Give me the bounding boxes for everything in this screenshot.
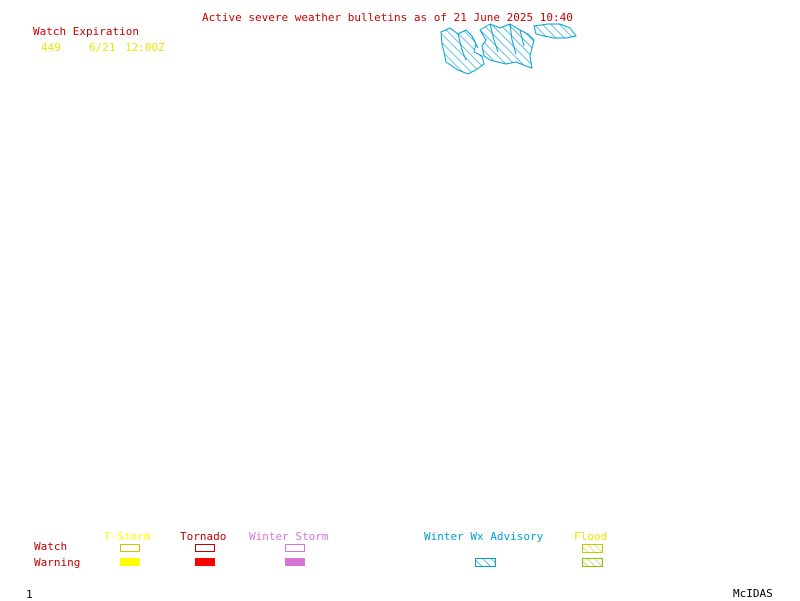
legend-winter-storm-label: Winter Storm xyxy=(249,530,329,543)
legend-tstorm-label: T-Storm xyxy=(104,530,151,543)
legend-winter-storm-watch-swatch xyxy=(285,544,305,552)
frame-number: 1 xyxy=(26,588,33,601)
mcidas-brand: McIDAS xyxy=(733,587,773,600)
legend-row-label-watch: Watch xyxy=(34,540,68,553)
legend-winter-storm-warning-swatch xyxy=(285,558,305,566)
advisory-region-east xyxy=(533,23,577,39)
legend-flood-warning-swatch xyxy=(582,558,603,567)
legend-tornado-warning-swatch xyxy=(195,558,215,566)
legend-tstorm-watch-swatch xyxy=(120,544,140,552)
watch-time: 12:00Z xyxy=(125,41,165,54)
legend-flood-watch-swatch xyxy=(582,544,603,553)
legend-winter-wx-advisory-warning-swatch xyxy=(475,558,496,567)
legend-winter-wx-advisory-label: Winter Wx Advisory xyxy=(424,530,544,543)
watch-number: 449 xyxy=(41,41,61,54)
legend-tstorm-warning-swatch xyxy=(120,558,140,566)
watch-expiration-label: Watch Expiration xyxy=(33,25,139,38)
legend-flood-label: Flood xyxy=(574,530,608,543)
page-title: Active severe weather bulletins as of 21… xyxy=(202,11,573,24)
legend-tornado-watch-swatch xyxy=(195,544,215,552)
advisory-region-boundary-lines xyxy=(457,23,525,61)
legend-row-label-warning: Warning xyxy=(34,556,81,569)
legend-tornado-label: Tornado xyxy=(180,530,227,543)
advisory-region xyxy=(440,23,577,75)
watch-date: 6/21 xyxy=(89,41,116,54)
